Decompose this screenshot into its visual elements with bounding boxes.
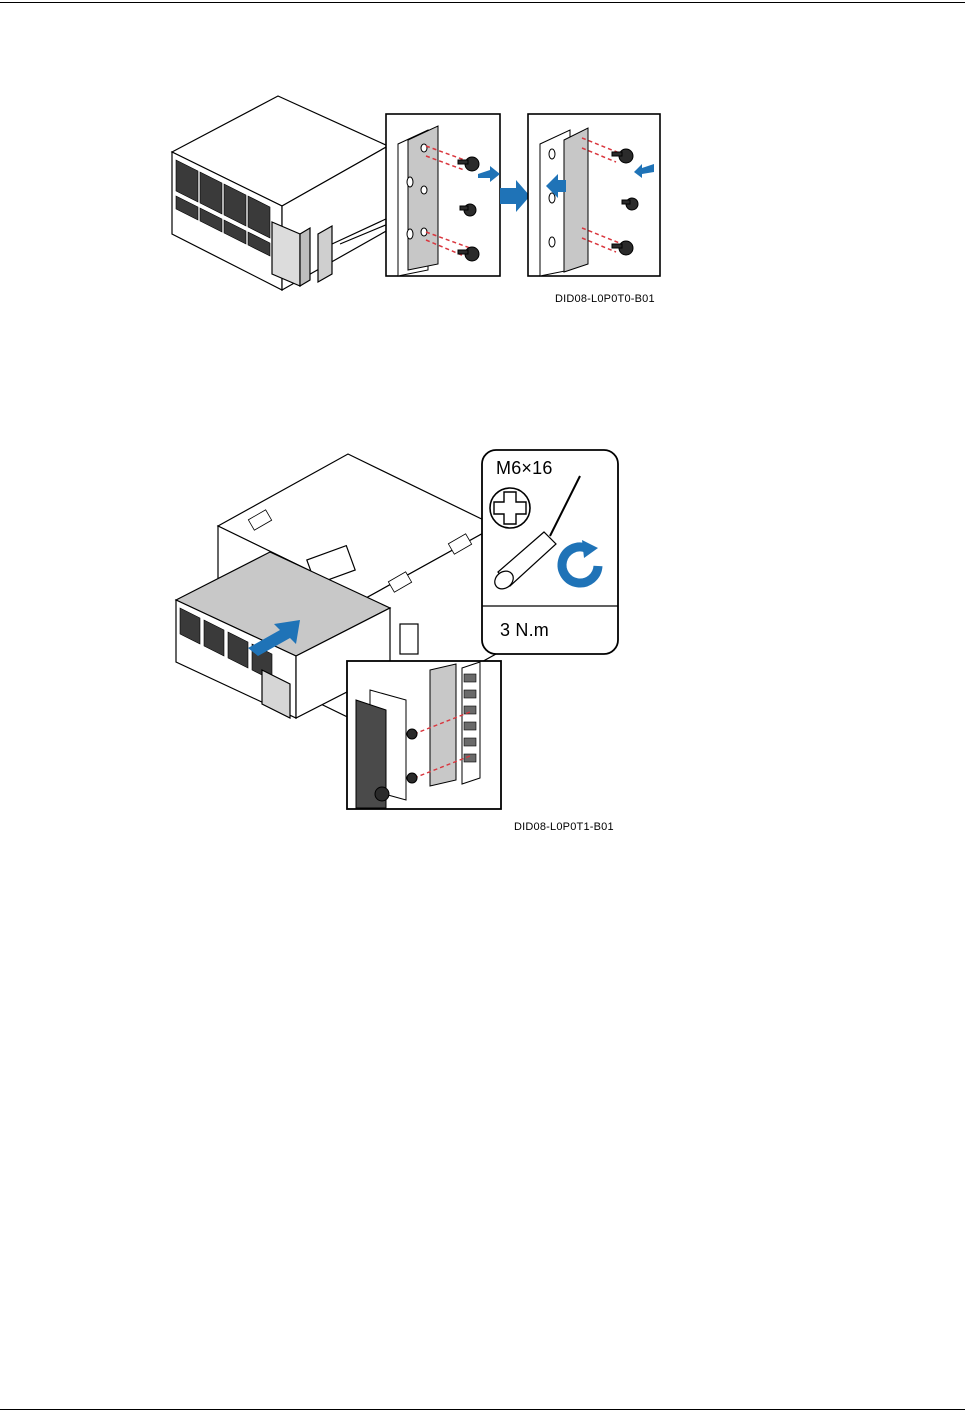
mounting-detail-inset bbox=[346, 660, 502, 810]
figure-1-illustration bbox=[160, 94, 665, 294]
figure-2-code: DID08-L0P0T1-B01 bbox=[514, 821, 614, 833]
figure-1-code: DID08-L0P0T0-B01 bbox=[555, 293, 655, 305]
figure-1: DID08-L0P0T0-B01 bbox=[160, 94, 665, 294]
detail-box-left bbox=[386, 114, 500, 276]
figure-2: M6×16 3 N.m DID08-L0P0T1-B01 bbox=[160, 448, 630, 818]
detail-box-right bbox=[528, 114, 660, 276]
screw-spec: M6×16 bbox=[496, 458, 553, 479]
phillips-head-icon bbox=[490, 488, 530, 528]
server-chassis bbox=[172, 96, 388, 290]
transition-arrow bbox=[500, 180, 530, 212]
top-rule bbox=[0, 2, 965, 3]
bottom-rule bbox=[0, 1409, 965, 1410]
torque-value: 3 N.m bbox=[500, 620, 549, 641]
